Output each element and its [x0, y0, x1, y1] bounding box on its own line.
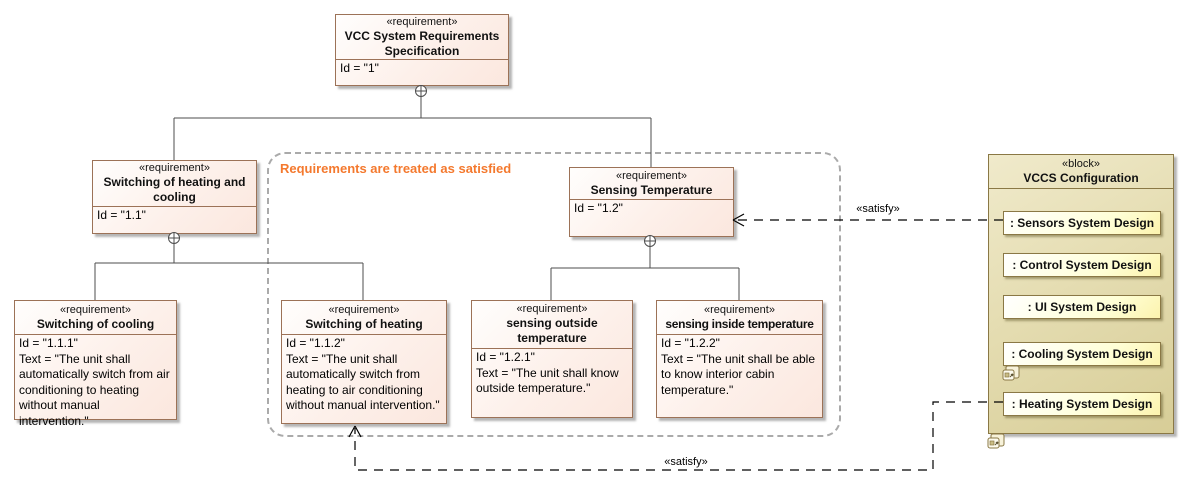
requirement-id: Id = "1" — [340, 61, 379, 75]
requirement-box-sensing-temperature[interactable]: «requirement» Sensing Temperature Id = "… — [569, 167, 734, 237]
stereotype-label: «requirement» — [139, 162, 210, 175]
requirement-box-switching-of-heating[interactable]: «requirement» Switching of heating Id = … — [281, 300, 447, 424]
block-name: VCCS Configuration — [1023, 170, 1139, 185]
requirement-text: Text = "The unit shall know outside temp… — [476, 365, 619, 396]
requirement-box-sensing-outside-temperature[interactable]: «requirement» sensing outside temperatur… — [471, 300, 633, 418]
requirement-id: Id = "1.1.1" — [19, 336, 78, 350]
requirement-text: Text = "The unit shall automatically swi… — [19, 351, 170, 428]
requirement-name: Sensing Temperature — [590, 182, 713, 197]
requirement-box-switching-heating-cooling[interactable]: «requirement» Switching of heating and c… — [92, 160, 257, 234]
block-vccs-configuration[interactable]: «block» VCCS Configuration : Sensors Sys… — [988, 154, 1174, 434]
stereotype-label: «requirement» — [616, 169, 687, 182]
stereotype-label: «block» — [1062, 157, 1100, 170]
requirement-id: Id = "1.2" — [574, 201, 623, 215]
requirement-id: Id = "1.2.2" — [661, 336, 720, 350]
requirement-id: Id = "1.2.1" — [476, 350, 535, 364]
stereotype-label: «requirement» — [704, 303, 775, 316]
part-cooling-system-design[interactable]: : Cooling System Design — [1003, 342, 1161, 366]
structure-diagram-icon[interactable] — [1002, 365, 1020, 382]
satisfy-label-bottom: «satisfy» — [664, 456, 707, 468]
requirement-box-sensing-inside-temperature[interactable]: «requirement» sensing inside temperature… — [656, 300, 823, 418]
requirement-box-vcc-system-requirements[interactable]: «requirement» VCC System Requirements Sp… — [335, 14, 509, 86]
structure-diagram-icon[interactable] — [987, 433, 1005, 450]
requirement-text: Text = "The unit shall be able to know i… — [661, 351, 816, 397]
requirement-text: Text = "The unit shall automatically swi… — [286, 351, 440, 413]
containment-crosshair-icon — [168, 232, 180, 244]
stereotype-label: «requirement» — [60, 303, 131, 316]
requirement-id: Id = "1.1.2" — [286, 336, 345, 350]
requirement-name: sensing inside temperature — [665, 316, 814, 331]
stereotype-label: «requirement» — [386, 15, 458, 28]
stereotype-label: «requirement» — [328, 303, 400, 316]
requirement-id: Id = "1.1" — [97, 208, 146, 222]
requirement-name: Switching of heating — [305, 316, 423, 331]
requirement-box-switching-of-cooling[interactable]: «requirement» Switching of cooling Id = … — [14, 300, 177, 428]
containment-crosshair-icon — [415, 85, 427, 97]
requirement-name: Switching of heating and cooling — [103, 175, 246, 205]
requirement-name: Switching of cooling — [36, 316, 155, 331]
note-satisfied-text: Requirements are treated as satisfied — [280, 161, 512, 176]
satisfy-label-right: «satisfy» — [856, 203, 899, 215]
stereotype-label: «requirement» — [516, 303, 588, 316]
requirement-name: sensing outside temperature — [506, 316, 598, 346]
requirement-name: VCC System Requirements Specification — [344, 28, 500, 58]
part-control-system-design[interactable]: : Control System Design — [1003, 253, 1161, 277]
part-sensors-system-design[interactable]: : Sensors System Design — [1003, 211, 1161, 235]
part-heating-system-design[interactable]: : Heating System Design — [1003, 392, 1161, 416]
part-ui-system-design[interactable]: : UI System Design — [1003, 295, 1161, 319]
